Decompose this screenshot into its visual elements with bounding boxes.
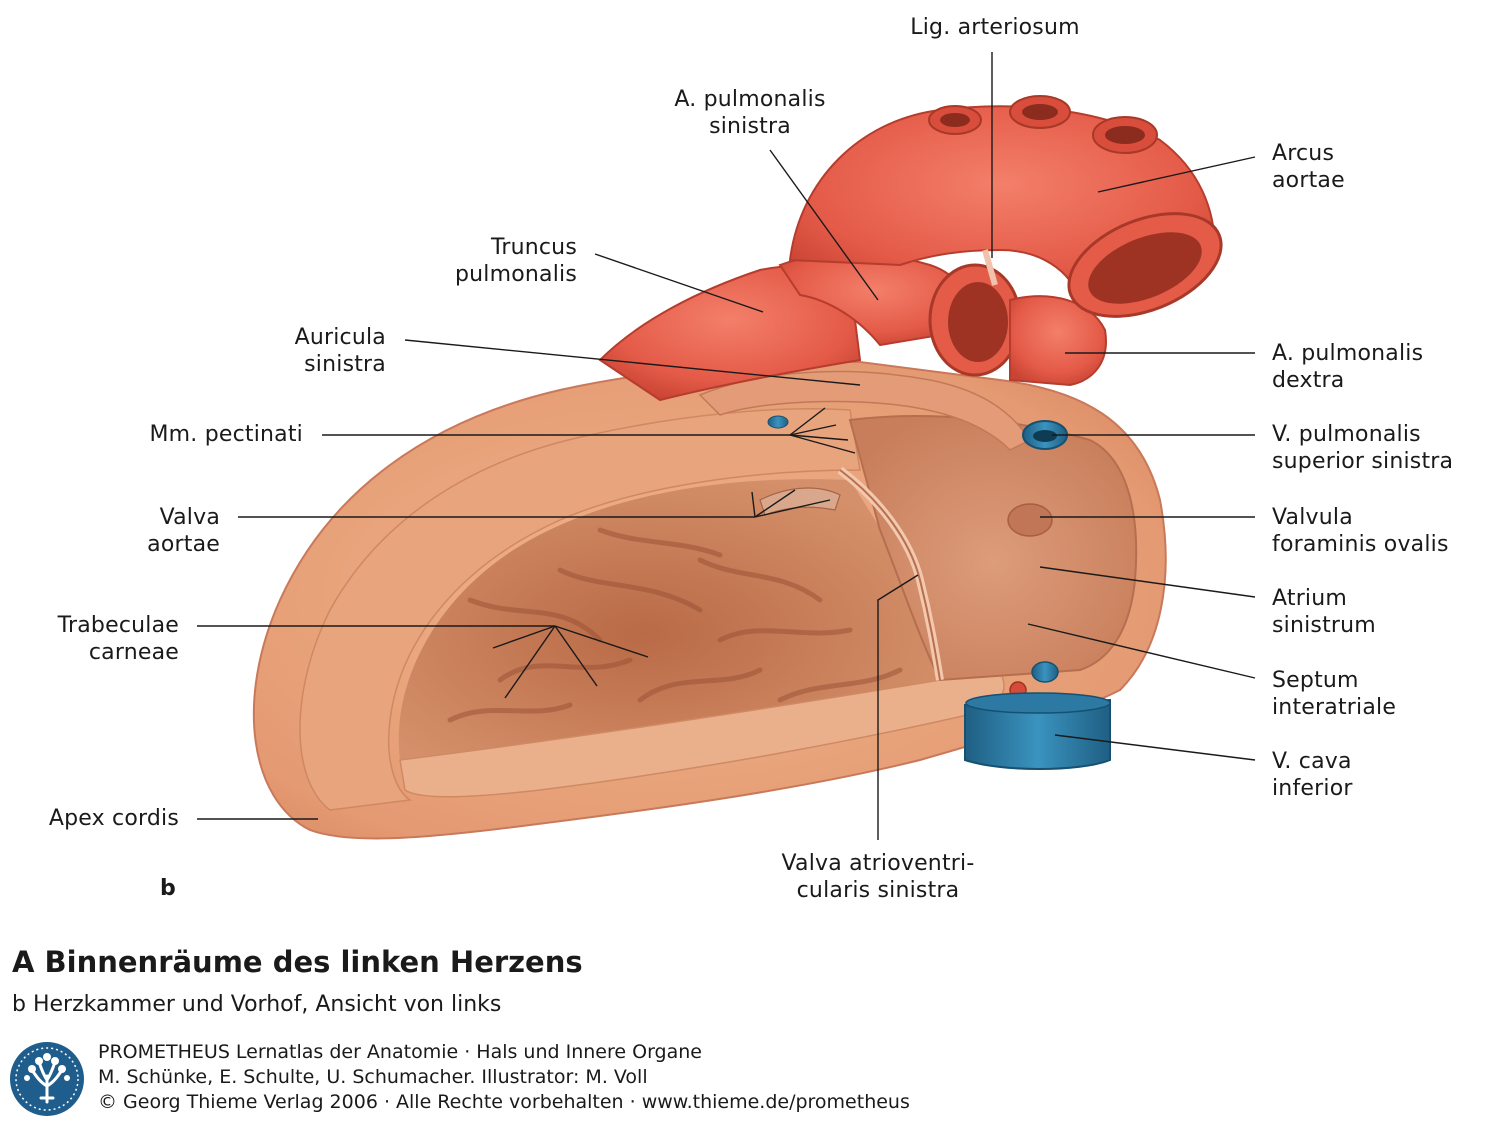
leader-valva-atrioventricularis: [877, 574, 919, 840]
ventricle-cut-surface: [299, 407, 861, 811]
label-v-cava-inferior: V. cava inferior: [1272, 749, 1353, 801]
lig-arteriosum-structure: [982, 249, 998, 286]
label-lig-arteriosum: Lig. arteriosum: [910, 15, 1080, 40]
leader-atrium: [1039, 566, 1256, 598]
label-septum-interatriale: Septum interatriale: [1272, 668, 1397, 720]
credits: PROMETHEUS Lernatlas der Anatomie · Hals…: [98, 1040, 910, 1115]
label-valva-atrioventricularis-sinistra: Valva atrioventri- cularis sinistra: [781, 851, 975, 903]
label-a-pulmonalis-dextra: A. pulmonalis dextra: [1272, 341, 1424, 393]
credits-line-2: M. Schünke, E. Schulte, U. Schumacher. I…: [98, 1066, 648, 1088]
foramen-ovale: [1007, 503, 1053, 537]
label-atrium-sinistrum: Atrium sinistrum: [1272, 586, 1376, 638]
label-valvula-foraminis-ovalis: Valvula foraminis ovalis: [1272, 505, 1449, 557]
label-auricula-sinistra: Auricula sinistra: [294, 325, 386, 377]
credits-line-3: © Georg Thieme Verlag 2006 · Alle Rechte…: [98, 1091, 910, 1113]
trabeculae-texture: [447, 527, 903, 723]
label-trabeculae-carneae: Trabeculae carneae: [57, 613, 179, 665]
label-a-pulmonalis-sinistra: A. pulmonalis sinistra: [674, 87, 826, 139]
leader-v-cava: [1054, 734, 1256, 761]
label-apex-cordis: Apex cordis: [48, 806, 179, 831]
label-truncus-pulmonalis: Truncus pulmonalis: [454, 235, 577, 287]
label-mm-pectinati: Mm. pectinati: [149, 422, 303, 447]
small-vein-opening: [1031, 661, 1059, 683]
aortic-valve: [759, 487, 841, 516]
label-arcus-aortae: Arcus aortae: [1272, 141, 1345, 193]
leader-truncus: [594, 253, 764, 313]
thieme-tree-logo: [10, 1042, 84, 1116]
figure-subtitle: b Herzkammer und Vorhof, Ansicht von lin…: [12, 992, 502, 1017]
panel-letter: b: [160, 876, 176, 901]
leader-septum: [1027, 623, 1256, 679]
leader-arcus-aortae: [1097, 156, 1256, 193]
credits-line-1: PROMETHEUS Lernatlas der Anatomie · Hals…: [98, 1041, 702, 1063]
leader-lines: [197, 52, 1256, 840]
label-v-pulmonalis-superior-sinistra: V. pulmonalis superior sinistra: [1272, 422, 1454, 474]
figure-title: A Binnenräume des linken Herzens: [12, 945, 583, 979]
leader-a-pulm-sinistra: [769, 149, 879, 301]
coronary-vein-opening: [767, 415, 789, 429]
a-pulmonalis-dextra-vessel: [1009, 295, 1107, 387]
v-cava-inferior-vessel: [964, 698, 1111, 770]
heart-drawing: [197, 52, 1256, 840]
heart-illustration: Lig. arteriosum A. pulmonalis sinistra A…: [48, 15, 1454, 903]
leader-auricula: [404, 339, 861, 386]
label-valva-aortae: Valva aortae: [147, 505, 220, 557]
